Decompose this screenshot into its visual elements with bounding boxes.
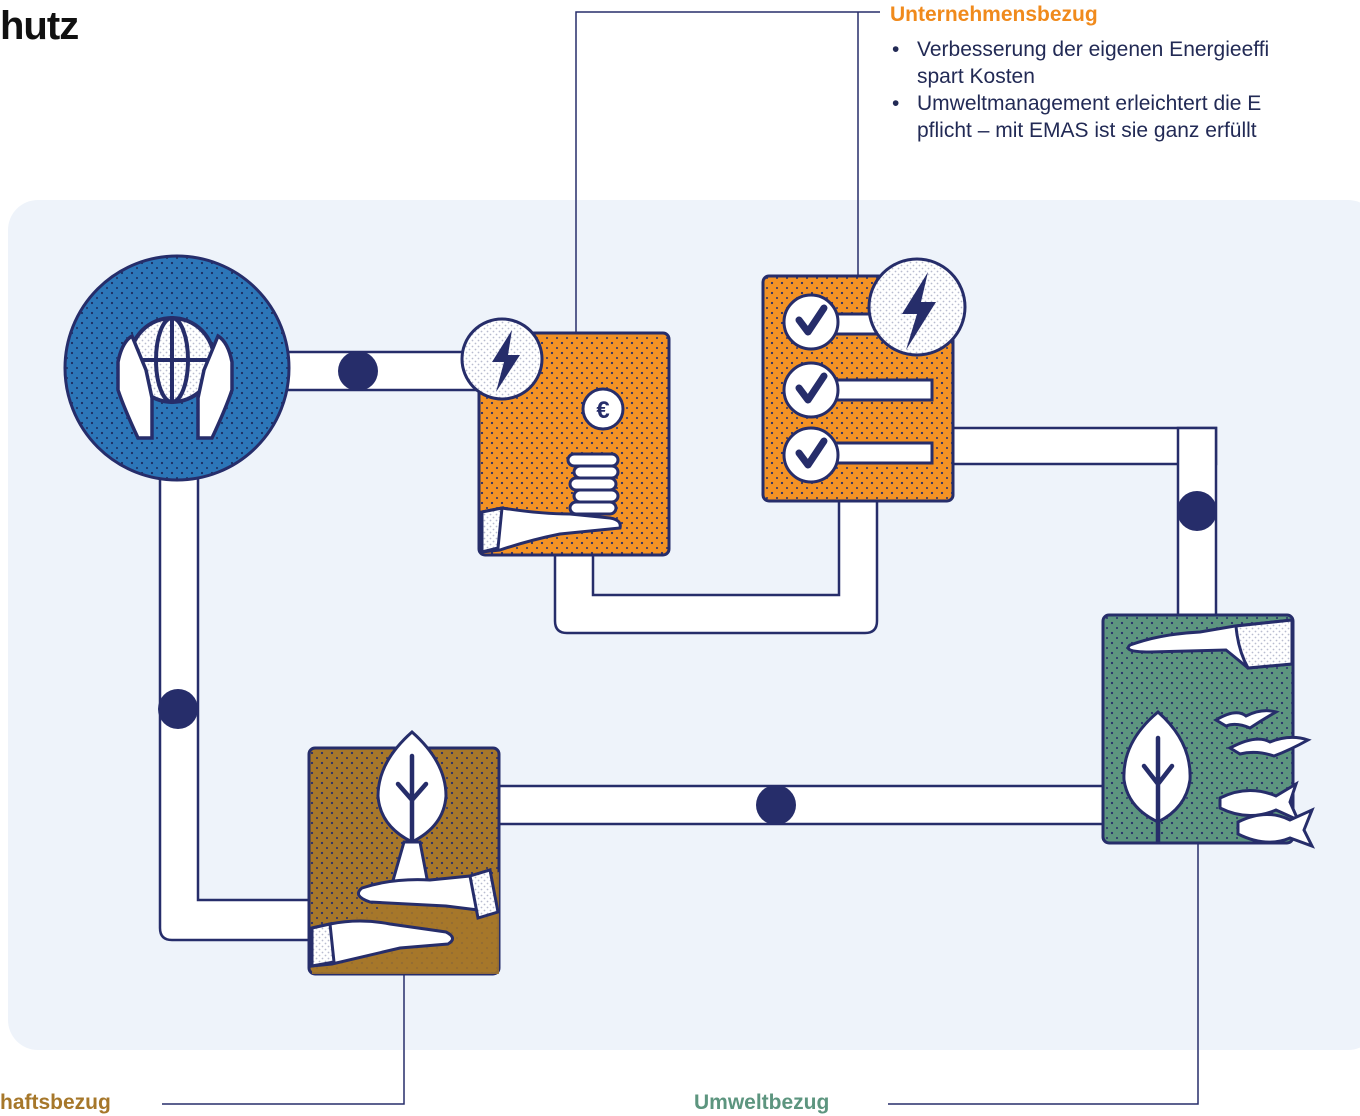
list-item: • Verbesserung der eigenen Energieeffi s…: [892, 36, 1360, 90]
list-item: • Umweltmanagement erleichtert die E pfl…: [892, 90, 1360, 144]
page-title: hutz: [0, 4, 79, 48]
leader-lines: [162, 11, 1199, 1105]
umweltbezug-heading: Umweltbezug: [694, 1091, 830, 1114]
hands-holding-globe-icon: [63, 254, 291, 482]
unternehmensbezug-item-1: Verbesserung der eigenen Energieeffi spa…: [917, 38, 1270, 88]
checklist-lightning-icon: [761, 257, 967, 503]
leaf-birds-fish-icon: [1101, 613, 1316, 849]
unternehmensbezug-item-2: Umweltmanagement erleichtert die E pflic…: [917, 92, 1262, 142]
unternehmensbezug-heading: Unternehmensbezug: [890, 3, 1098, 26]
bullet-icon: •: [892, 92, 900, 115]
hands-passing-plant-icon: [307, 729, 501, 976]
bullet-icon: •: [892, 38, 900, 61]
hand-holding-coins-icon: €: [460, 317, 671, 557]
unternehmensbezug-list: • Verbesserung der eigenen Energieeffi s…: [892, 36, 1360, 144]
svg-text:€: €: [596, 397, 609, 424]
junction-dots: [158, 351, 1217, 825]
gesellschaftsbezug-heading: haftsbezug: [0, 1091, 111, 1114]
connection-pipes: [158, 350, 1218, 942]
